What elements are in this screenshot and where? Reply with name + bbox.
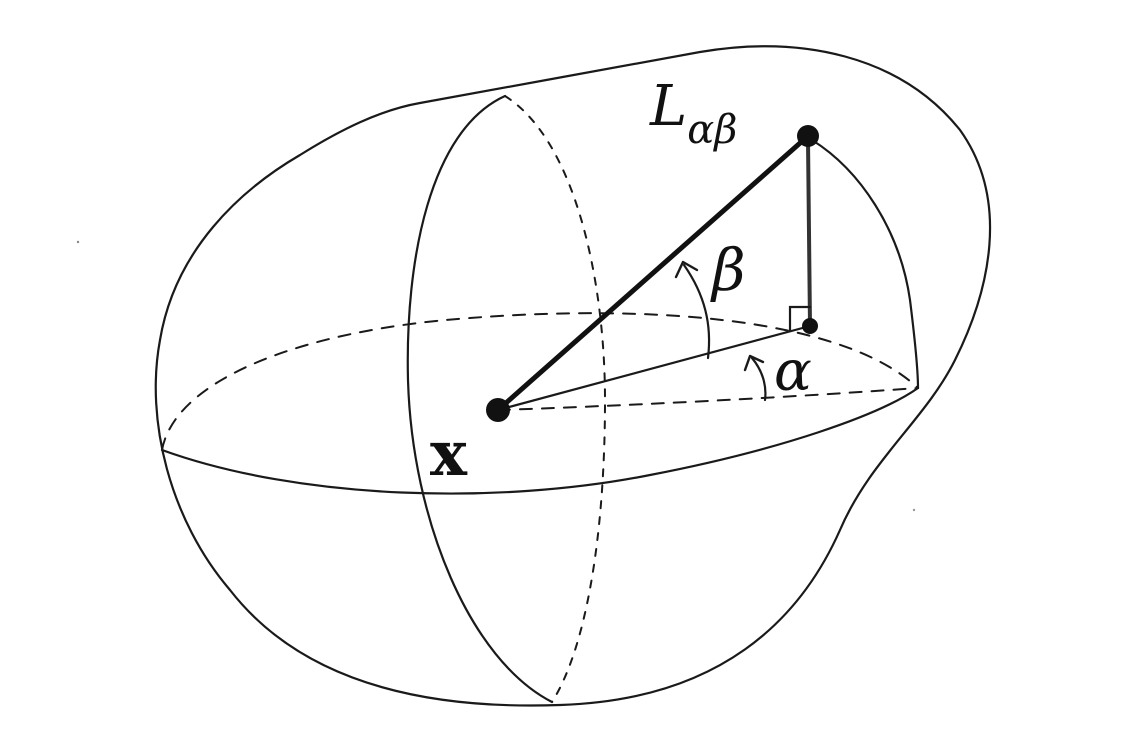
- beta-arc: [682, 263, 711, 360]
- label-x: x: [430, 417, 468, 490]
- label-alpha: α: [774, 339, 812, 404]
- label-beta: β: [710, 236, 746, 304]
- meridian-back: [504, 95, 607, 703]
- label-endpoint-subscript: αβ: [687, 107, 737, 153]
- equator-front: [160, 386, 920, 495]
- surface-curve: [810, 138, 920, 390]
- projection-line: [496, 324, 812, 412]
- label-endpoint: Lαβ: [649, 74, 737, 153]
- radius-line: [495, 133, 811, 413]
- right-angle-marker: [788, 305, 812, 332]
- alpha-arc: [750, 356, 767, 402]
- beta-arrowhead: [674, 260, 699, 279]
- equator-back: [161, 312, 919, 451]
- projection-extension: [497, 387, 919, 411]
- point-x-dot: [486, 398, 510, 422]
- label-endpoint-main: L: [649, 74, 687, 139]
- body-outline: [154, 45, 992, 707]
- speck-right: [912, 508, 916, 512]
- point-l-dot: [797, 125, 819, 147]
- foot-point-dot: [802, 318, 818, 334]
- alpha-arrowhead: [743, 354, 765, 372]
- speck-left: [76, 240, 80, 244]
- meridian-front: [406, 94, 554, 704]
- vertical-drop: [806, 138, 812, 328]
